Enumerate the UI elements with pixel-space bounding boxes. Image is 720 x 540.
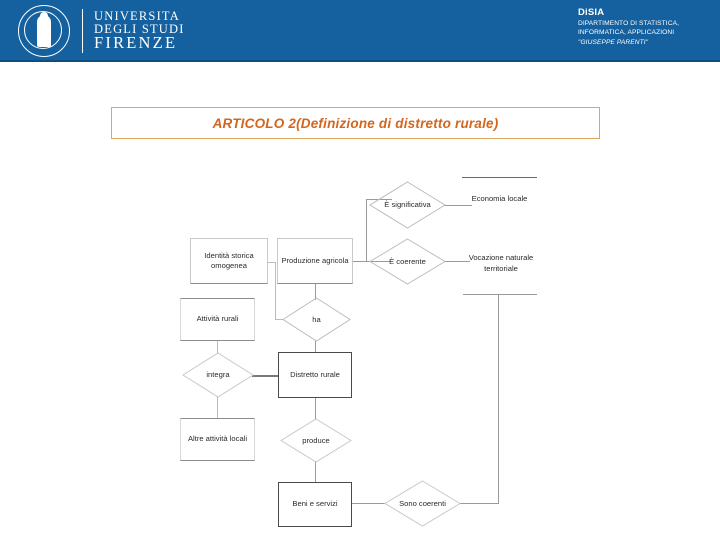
relationship-e-coerente[interactable]: È coerente: [369, 238, 446, 285]
entity-attivita-rurali[interactable]: Attività rurali: [180, 298, 255, 341]
relationship-integra[interactable]: integra: [182, 352, 254, 398]
relationship-label: Sono coerenti: [399, 498, 446, 508]
diamond-shape-icon: [384, 480, 461, 527]
connector-coerente-to-vocazione: [444, 261, 470, 262]
logo-line-1: UNIVERSITA: [94, 8, 180, 23]
relationship-label: È coerente: [389, 256, 426, 266]
connector-produce-to-beni: [315, 461, 316, 483]
connector-coerenti-out: [459, 503, 499, 504]
logo-divider: [82, 9, 83, 53]
entity-produzione-agricola[interactable]: Produzione agricola: [277, 238, 353, 284]
entity-label: Distretto rurale: [290, 369, 340, 379]
entity-distretto-rurale[interactable]: Distretto rurale: [278, 352, 352, 398]
header-bottom-rule: [0, 60, 720, 62]
diamond-shape-icon: [369, 238, 446, 285]
entity-economia-locale[interactable]: Economia locale: [462, 177, 537, 221]
university-seal-icon: [18, 5, 70, 57]
department-block: DiSIA DIPARTIMENTO DI STATISTICA, INFORM…: [578, 7, 720, 48]
diamond-shape-icon: [182, 352, 254, 398]
connector-identita-out: [268, 262, 276, 263]
connector-integra-to-distretto: [252, 375, 279, 377]
department-line-3: "GIUSEPPE PARENTI": [578, 39, 649, 47]
connector-coerenti-riser: [498, 294, 499, 504]
connector-significativa-to-economia: [444, 205, 472, 206]
diamond-shape-icon: [369, 181, 446, 229]
entity-label: Economia locale: [471, 194, 528, 204]
relationship-produce[interactable]: produce: [280, 418, 352, 463]
connector-produzione-to-coerente: [352, 261, 390, 262]
seal-figure-icon: [37, 15, 51, 47]
diamond-shape-icon: [280, 418, 352, 463]
entity-identita-storica[interactable]: Identità storica omogenea: [190, 238, 268, 284]
connector-identita-down: [275, 262, 276, 320]
connector-produzione-riser: [366, 199, 367, 261]
entity-label: Beni e servizi: [292, 499, 338, 509]
diamond-shape-icon: [282, 297, 351, 342]
entity-label: Altre attività locali: [187, 434, 248, 444]
entity-altre-attivita-locali[interactable]: Altre attività locali: [180, 418, 255, 461]
relationship-label: integra: [206, 370, 230, 380]
connector-beni-to-coerenti: [352, 503, 385, 504]
connector-ha-to-distretto: [315, 340, 316, 353]
logo-line-3: FIRENZE: [94, 33, 178, 53]
relationship-e-significativa[interactable]: È significativa: [369, 181, 446, 229]
connector-identita-to-ha: [275, 319, 284, 320]
connector-integra-to-altre: [217, 396, 218, 418]
university-logo-text: UNIVERSITA DEGLI STUDI FIRENZE: [94, 10, 185, 52]
page-header: UNIVERSITA DEGLI STUDI FIRENZE DiSIA DIP…: [0, 0, 720, 62]
connector-distretto-to-produce: [315, 398, 316, 420]
university-logo: UNIVERSITA DEGLI STUDI FIRENZE: [18, 2, 185, 60]
connector-riser-to-vocazione: [463, 294, 537, 295]
relationship-label: ha: [312, 314, 321, 324]
relationship-sono-coerenti[interactable]: Sono coerenti: [384, 480, 461, 527]
relationship-label: produce: [302, 435, 330, 445]
entity-label: Vocazione naturale territoriale: [468, 253, 534, 273]
department-acronym: DiSIA: [578, 7, 605, 18]
connector-attivita-to-integra: [217, 340, 218, 354]
page-title: ARTICOLO 2(Definizione di distretto rura…: [212, 115, 499, 131]
logo-line-2: DEGLI STUDI: [94, 21, 185, 36]
entity-label: Attività rurali: [196, 314, 239, 324]
article-title-box: ARTICOLO 2(Definizione di distretto rura…: [111, 107, 600, 139]
connector-produzione-to-ha: [315, 283, 316, 300]
relationship-label: È significativa: [384, 200, 431, 210]
entity-beni-e-servizi[interactable]: Beni e servizi: [278, 482, 352, 527]
department-line-1: DIPARTIMENTO DI STATISTICA,: [578, 19, 680, 27]
entity-vocazione-naturale[interactable]: Vocazione naturale territoriale: [462, 240, 540, 286]
department-line-2: INFORMATICA, APPLICAZIONI: [578, 29, 675, 37]
entity-label: Produzione agricola: [281, 255, 349, 265]
relationship-ha[interactable]: ha: [282, 297, 351, 342]
entity-label: Identità storica omogenea: [204, 250, 254, 270]
